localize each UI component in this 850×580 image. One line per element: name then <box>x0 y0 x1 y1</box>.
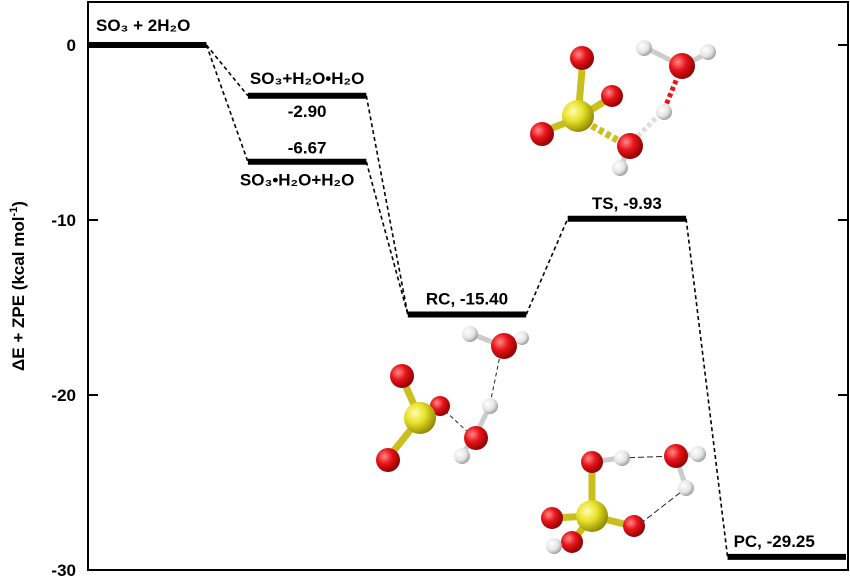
y-tick-label: -30 <box>51 561 76 580</box>
connector-ts-pc <box>685 218 729 557</box>
label-ts: TS, -9.93 <box>592 194 662 213</box>
molecule-pc-structure <box>541 444 706 554</box>
plot-frame <box>87 1 849 571</box>
label-reactants: SO₃ + 2H₂O <box>96 16 190 35</box>
molecule-rc-structure <box>376 326 529 472</box>
label-rc: RC, -15.40 <box>426 290 508 309</box>
energy-levels <box>88 42 846 560</box>
value-label-so3-dimer: -2.90 <box>288 102 327 121</box>
label-so3h2o: SO₃•H₂O+H₂O <box>240 171 354 190</box>
y-tick-label: -10 <box>51 211 76 230</box>
connector-so3h2o-rc <box>365 161 409 315</box>
y-tick-label: 0 <box>67 36 76 55</box>
y-axis-label-main: ΔE + ZPE (kcal mol <box>9 217 28 371</box>
y-axis-label-close: ) <box>9 201 28 207</box>
y-axis-label-sup: -1 <box>8 207 20 217</box>
level-labels: SO₃ + 2H₂O SO₃+H₂O•H₂O -2.90 -6.67SO₃•H₂O+H… <box>96 16 815 551</box>
label-pc: PC, -29.25 <box>734 532 815 551</box>
value-label-so3h2o: -6.67 <box>288 139 327 158</box>
connector-so3-dimer-rc <box>365 95 409 315</box>
y-axis: 0 -10 -20 -30 <box>51 36 848 580</box>
molecule-ts-structure <box>530 40 716 176</box>
y-axis-label: ΔE + ZPE (kcal mol-1) <box>8 201 28 371</box>
y-tick-label: -20 <box>51 386 76 405</box>
connector-reactants-so3-dimer <box>205 44 249 97</box>
connector-rc-ts <box>525 218 569 315</box>
label-so3-dimer: SO₃+H₂O•H₂O <box>250 69 364 88</box>
connector-reactants-so3h2o <box>205 44 249 162</box>
level-connectors <box>205 44 729 557</box>
